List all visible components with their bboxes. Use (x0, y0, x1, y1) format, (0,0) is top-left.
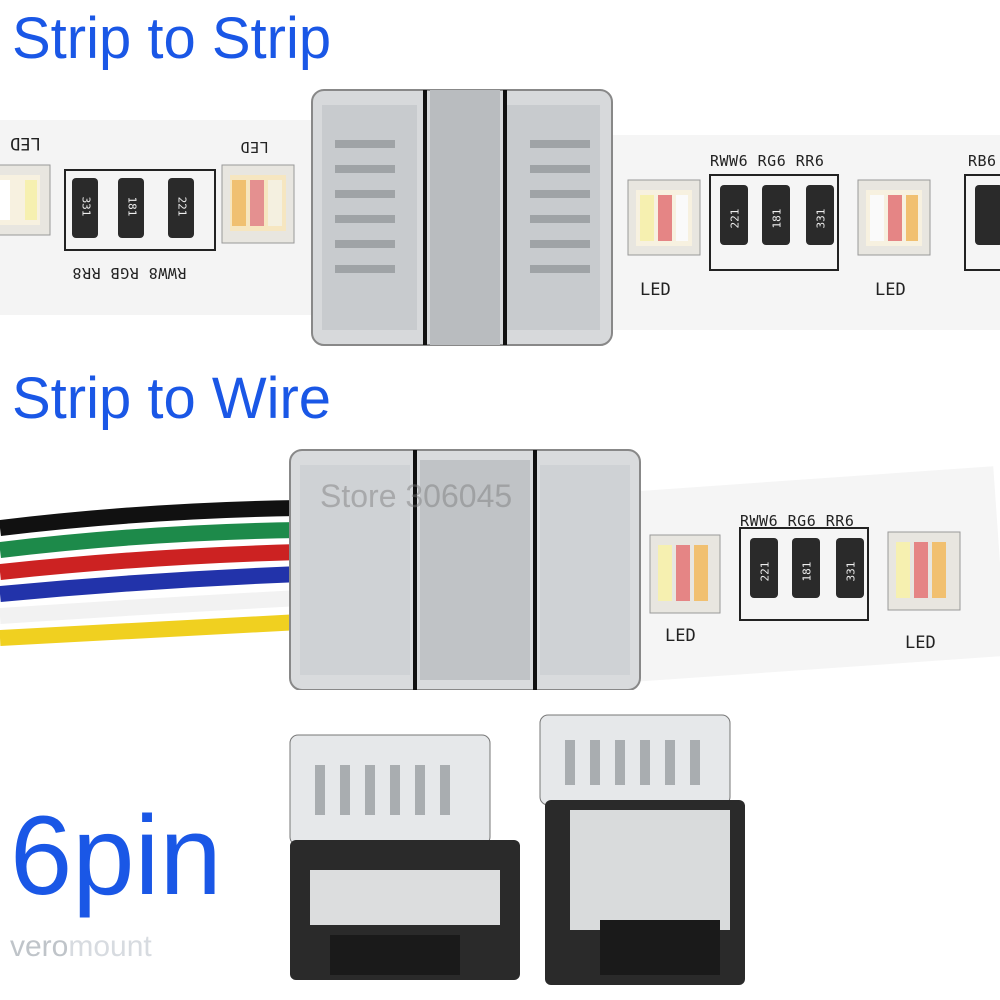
connector-clip-icon (289, 449, 641, 690)
heading-6pin: 6pin (10, 793, 222, 918)
resistor-icon (168, 178, 194, 238)
resistor-icon (792, 538, 820, 598)
brand-watermark-part2: mount (68, 930, 152, 963)
led-chip-icon (0, 164, 51, 236)
bottom-led-label-2: LED (905, 633, 936, 653)
bottom-resistor-2: 181 (800, 561, 814, 582)
top-right-group2-label: RB6 (968, 152, 997, 170)
top-right-resistor-2: 181 (770, 208, 784, 229)
brand-watermark: veromount (10, 930, 152, 964)
resistor-icon (118, 178, 144, 238)
top-left-group-label: RWW8 RGB RR8 (72, 264, 187, 282)
led-chip-icon (857, 179, 931, 256)
led-chip-icon (221, 164, 295, 244)
strip-to-strip-photo (0, 89, 1000, 346)
resistor-icon (836, 538, 864, 598)
top-left-led-label-2: LED (240, 138, 269, 156)
resistor-icon (720, 185, 748, 245)
brand-watermark-part1: vero (10, 930, 69, 963)
heading-strip-to-wire: Strip to Wire (12, 366, 332, 431)
resistor-group-right (709, 174, 839, 271)
led-chip-icon (887, 531, 961, 611)
top-left-led-label: LED (10, 133, 41, 153)
loose-connectors-photo (289, 714, 745, 985)
top-right-led-label-2: LED (875, 280, 906, 300)
bottom-led-label-1: LED (665, 626, 696, 646)
heading-strip-to-strip: Strip to Strip (12, 6, 332, 71)
strip-to-wire-photo (0, 449, 1000, 690)
connector-clip-icon (289, 734, 520, 980)
connector-clip-icon (539, 714, 745, 985)
bottom-resistor-1: 221 (758, 561, 772, 582)
resistor-group-left (64, 169, 216, 251)
bottom-group-label: RWW6 RG6 RR6 (740, 512, 855, 530)
led-chip-icon (627, 179, 701, 256)
top-right-group-label: RWW6 RG6 RR6 (710, 152, 825, 170)
top-left-resistor-3: 221 (175, 196, 189, 217)
led-chip-icon (649, 534, 721, 614)
top-right-resistor-1: 221 (728, 208, 742, 229)
connector-clip-icon (311, 89, 613, 346)
top-left-resistor-2: 181 (125, 196, 139, 217)
resistor-icon (806, 185, 834, 245)
resistor-icon (762, 185, 790, 245)
bottom-resistor-3: 331 (844, 561, 858, 582)
resistor-icon (72, 178, 98, 238)
top-right-resistor-3: 331 (814, 208, 828, 229)
top-left-resistor-1: 331 (79, 196, 93, 217)
resistor-group-far-right (964, 174, 1000, 271)
store-watermark: Store 306045 (320, 478, 513, 514)
resistor-group-bottom (739, 527, 869, 621)
wire-bundle (0, 500, 301, 646)
resistor-icon (750, 538, 778, 598)
resistor-icon (975, 185, 1000, 245)
top-right-led-label-1: LED (640, 280, 671, 300)
